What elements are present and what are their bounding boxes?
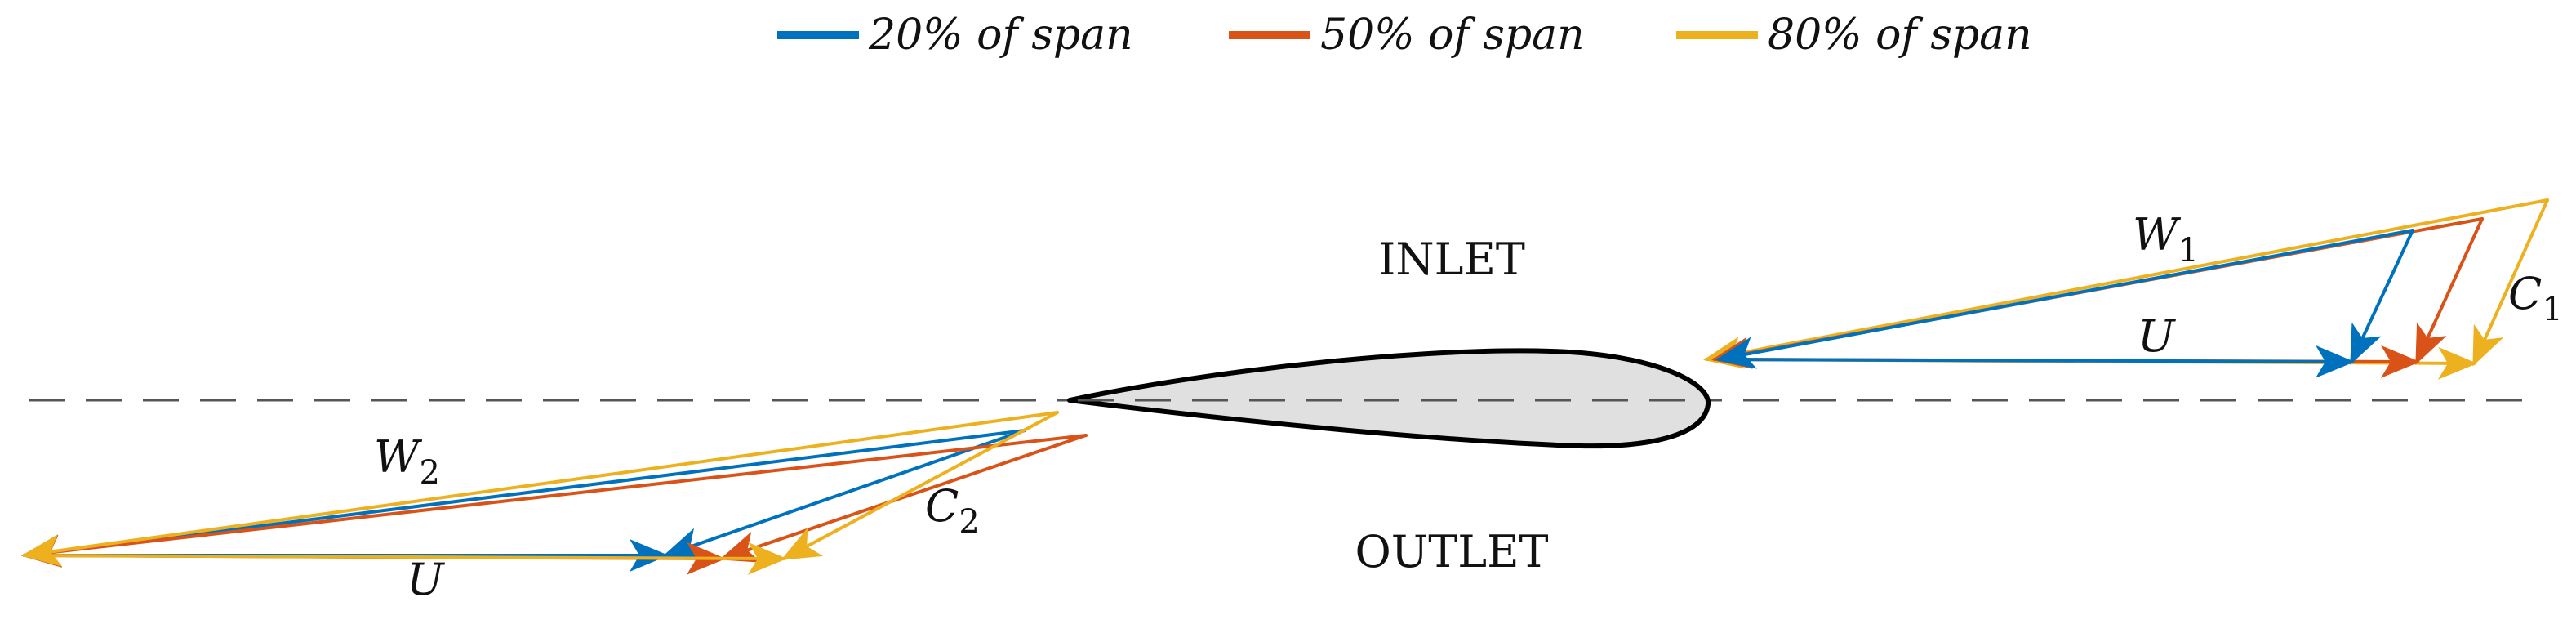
- c1-label: C1: [2508, 268, 2563, 328]
- outlet-w2-vector-80: [21, 411, 1059, 567]
- outlet-c2-vector-50: [719, 434, 1088, 563]
- c2-subscript: 2: [959, 503, 979, 541]
- legend-label-80: 80% of span: [1768, 11, 2032, 60]
- c2-symbol: C: [925, 480, 959, 532]
- inlet-c1-vector-50: [2415, 217, 2484, 365]
- inlet-w1-vector-20: [1715, 229, 2414, 369]
- outlet-label: OUTLET: [1355, 526, 1548, 577]
- outlet-w2-vector-20: [21, 429, 1026, 568]
- outlet-triangle-20: [21, 429, 1026, 572]
- legend-label-50: 50% of span: [1320, 11, 1585, 60]
- w1-subscript: 1: [2178, 232, 2199, 270]
- c2-label: C2: [925, 480, 980, 541]
- legend: 20% of span 50% of span 80% of span: [777, 11, 2032, 60]
- inlet-triangles: [1703, 198, 2549, 380]
- w2-subscript: 2: [420, 454, 440, 492]
- c1-symbol: C: [2508, 268, 2542, 319]
- outlet-u-vector-80: [23, 542, 787, 575]
- u-outlet-label: U: [407, 554, 445, 605]
- w1-symbol: W: [2133, 209, 2182, 261]
- inlet-c1-vector-80: [2472, 198, 2549, 367]
- inlet-label: INLET: [1378, 234, 1525, 285]
- w2-label: W2: [374, 431, 440, 492]
- outlet-triangle-80: [21, 411, 1059, 575]
- outlet-w2-vector-50: [21, 434, 1088, 568]
- airfoil: [1067, 348, 1711, 449]
- inlet-triangle-20: [1715, 229, 2414, 378]
- outlet-triangles: [21, 411, 1088, 575]
- inlet-w1-vector-80: [1703, 198, 2549, 369]
- u-inlet-label: U: [2138, 310, 2176, 362]
- w1-label: W1: [2133, 209, 2199, 270]
- inlet-c1-vector-20: [2350, 229, 2414, 365]
- outlet-c2-vector-80: [781, 411, 1059, 560]
- w2-symbol: W: [374, 431, 423, 483]
- legend-label-20: 20% of span: [868, 11, 1133, 60]
- inlet-u-vector-20: [1717, 345, 2355, 378]
- c1-subscript: 1: [2542, 291, 2562, 328]
